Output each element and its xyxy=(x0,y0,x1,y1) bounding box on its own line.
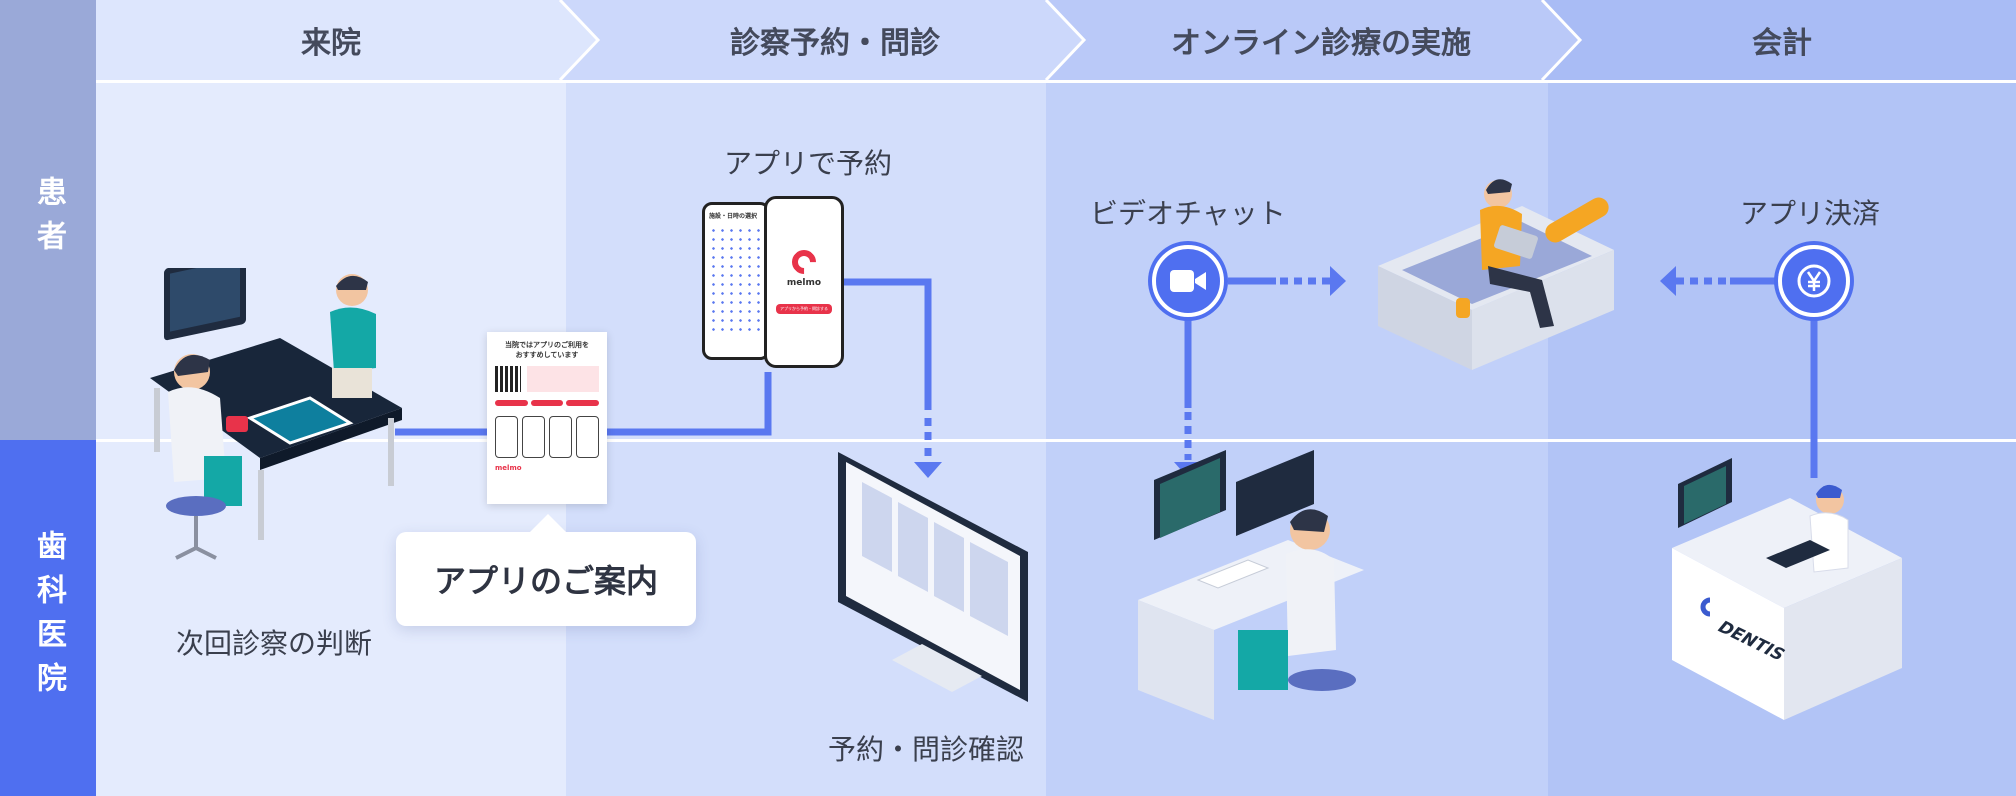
arrow-down-icon xyxy=(914,462,942,478)
reservation-monitor-illustration xyxy=(838,452,1028,702)
flyer-brand: melmo xyxy=(495,464,522,472)
phone-front: melmo アプリから予約・問診する xyxy=(764,196,844,368)
phone-brand: melmo xyxy=(786,278,822,288)
label-app-payment: アプリ決済 xyxy=(1740,197,1881,230)
app-guide-callout: アプリのご案内 xyxy=(396,514,696,626)
video-chat-button xyxy=(1152,245,1224,317)
label-reservation-check: 予約・問診確認 xyxy=(828,733,1025,766)
role-clinic: 歯科医院 xyxy=(0,440,96,796)
stage-online: オンライン診療の実施 xyxy=(1171,26,1471,61)
payment-button xyxy=(1778,245,1850,317)
phone-cta-button: アプリから予約・問診する xyxy=(776,304,832,314)
stage-header-chevrons xyxy=(96,0,2016,82)
melmo-logo-icon xyxy=(787,245,821,279)
header-divider xyxy=(96,80,2016,83)
reception-counter-illustration xyxy=(1672,458,1902,720)
video-workstation-illustration xyxy=(1138,450,1364,720)
arrow-left-icon xyxy=(1660,266,1676,296)
video-camera-icon xyxy=(1170,270,1206,292)
label-next-visit: 次回診察の判断 xyxy=(176,627,373,660)
qr-code-icon xyxy=(495,366,521,392)
role-divider xyxy=(96,439,2016,442)
flyer-subtitle: おすすめしています xyxy=(515,351,579,359)
app-guide-flyer: 当院ではアプリのご利用を おすすめしています melmo xyxy=(487,332,607,504)
stage-payment: 会計 xyxy=(1752,26,1812,61)
flyer-title: 当院ではアプリのご利用を xyxy=(505,341,589,349)
phone-back: 施設・日時の選択 xyxy=(702,202,770,360)
lane-online xyxy=(1046,0,1548,796)
arrow-right-icon xyxy=(1330,266,1346,296)
stage-visit: 来院 xyxy=(301,26,361,61)
role-patient: 患者 xyxy=(0,0,96,440)
yen-icon xyxy=(1797,264,1831,298)
patient-sofa-illustration xyxy=(1378,179,1614,370)
phone-screen-title: 施設・日時の選択 xyxy=(709,213,758,220)
label-app-reservation: アプリで予約 xyxy=(724,147,893,180)
stage-reservation: 診察予約・問診 xyxy=(730,26,940,61)
label-video-chat: ビデオチャット xyxy=(1090,197,1286,230)
consultation-desk-illustration xyxy=(150,268,402,560)
